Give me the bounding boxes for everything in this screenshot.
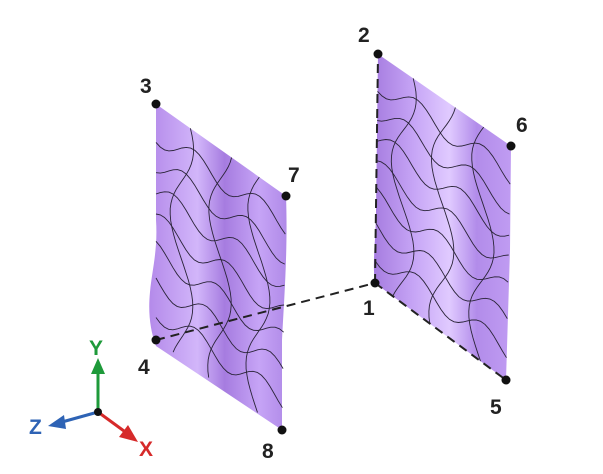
mesh-line-vertical	[207, 157, 233, 378]
vertex-8	[277, 425, 287, 435]
vertex-label-6: 6	[516, 114, 528, 137]
left-surface-fill	[149, 104, 287, 430]
axis-origin	[94, 408, 102, 416]
mesh-line-horizontal	[155, 142, 286, 235]
axis-triad: Y Z X	[29, 337, 153, 461]
mesh-line-horizontal	[377, 117, 510, 215]
mesh-line-vertical	[468, 126, 495, 362]
mesh-line-horizontal	[155, 241, 284, 333]
vertex-label-5: 5	[490, 396, 502, 419]
vertex-label-1: 1	[363, 297, 375, 320]
mesh-line-vertical	[428, 107, 456, 324]
vertex-5	[501, 375, 511, 385]
vertex-labels: 1 2 3 4 5 6 7 8	[138, 24, 528, 463]
vertex-1	[370, 278, 380, 288]
right-surface	[373, 54, 511, 380]
x-axis-label: X	[139, 438, 153, 461]
edge-1-5	[374, 282, 507, 381]
mesh-line-horizontal	[375, 222, 508, 319]
mesh-line-vertical	[245, 176, 271, 413]
right-surface-mesh	[374, 78, 511, 362]
vertex-4	[151, 335, 161, 345]
vertex-label-3: 3	[140, 75, 152, 98]
mesh-line-vertical	[390, 78, 417, 297]
mesh-line-horizontal	[375, 186, 509, 283]
vertex-3	[151, 99, 161, 109]
edge-1-2	[374, 53, 379, 284]
z-axis-arrowhead	[48, 415, 66, 429]
right-surface-fill	[373, 54, 511, 380]
vertex-6	[506, 141, 516, 151]
y-axis-arrowhead	[91, 358, 105, 374]
mesh-line-horizontal	[155, 169, 285, 265]
vertex-2	[373, 49, 383, 59]
dashed-edges	[155, 53, 507, 381]
z-axis-label: Z	[29, 416, 42, 439]
mesh-line-horizontal	[155, 317, 283, 408]
vertex-label-2: 2	[358, 24, 370, 47]
left-surface	[149, 104, 287, 430]
x-axis-arrow	[97, 410, 125, 433]
vertex-7	[281, 191, 291, 201]
vertex-label-4: 4	[138, 356, 150, 379]
y-axis-label: Y	[89, 337, 103, 360]
vertex-label-8: 8	[262, 440, 274, 463]
vertex-label-7: 7	[288, 164, 300, 187]
vertices	[151, 49, 516, 435]
edge-4-1	[155, 282, 376, 341]
mesh-line-horizontal	[155, 213, 285, 310]
mesh-line-horizontal	[155, 191, 285, 287]
mesh-line-horizontal	[374, 260, 507, 358]
mesh-line-vertical	[169, 128, 195, 353]
mesh-line-horizontal	[377, 90, 511, 185]
x-axis-arrowhead	[119, 425, 138, 442]
z-axis-arrow	[61, 410, 99, 424]
mesh-line-horizontal	[376, 139, 510, 237]
mesh-line-horizontal	[376, 160, 509, 259]
